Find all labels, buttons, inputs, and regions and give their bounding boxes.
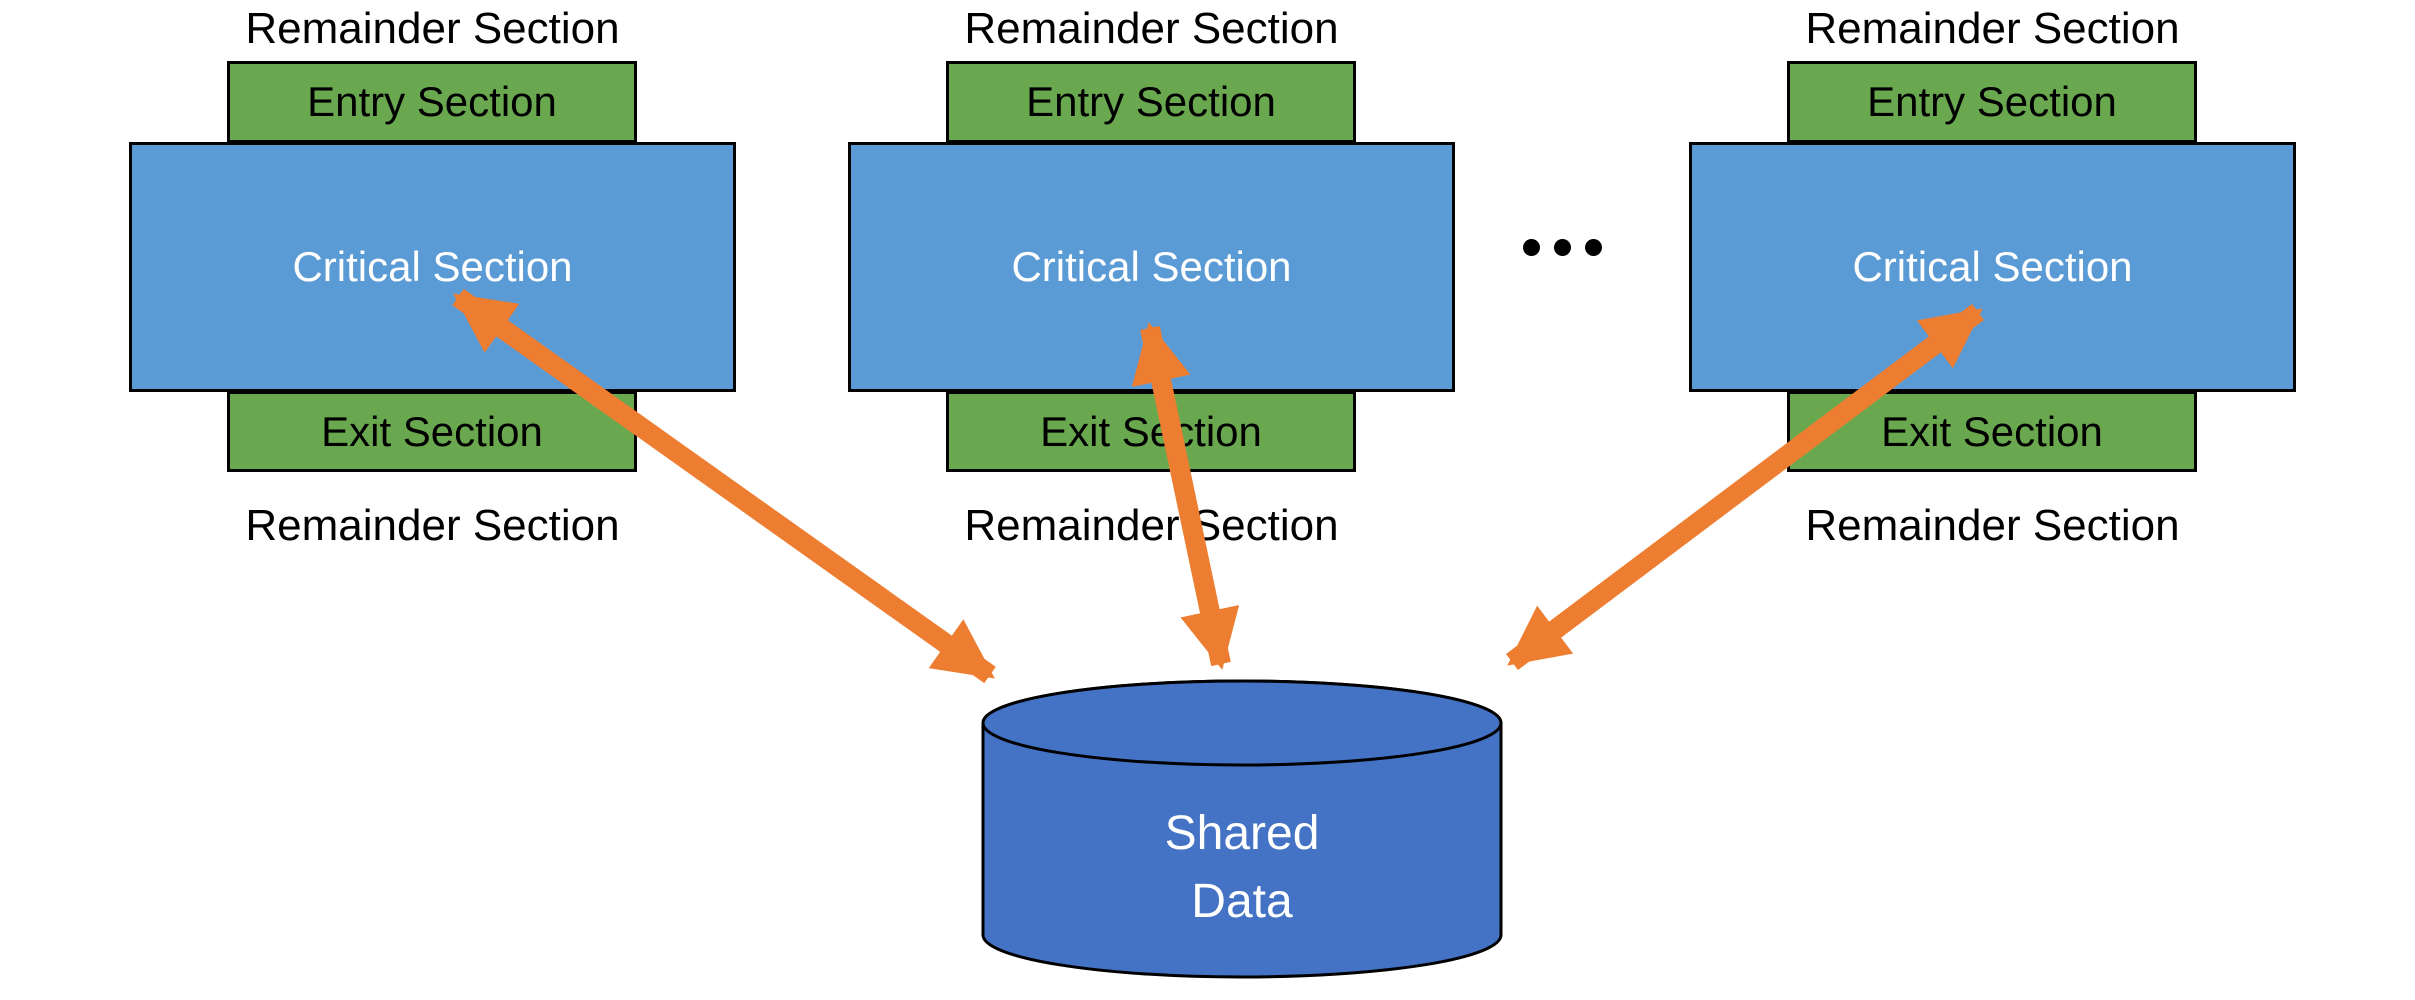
entry-section-box: Entry Section [227, 61, 637, 143]
dot-icon [1554, 239, 1571, 256]
critical-section-box: Critical Section [848, 142, 1455, 392]
critical-section-label: Critical Section [1011, 243, 1292, 290]
shared-data-line1: Shared [1164, 807, 1320, 860]
remainder-bottom-label: Remainder Section [1805, 501, 2180, 550]
process-block-1: Remainder Section Entry Section Critical… [129, 0, 736, 560]
remainder-top-label: Remainder Section [245, 4, 620, 53]
exit-section-label: Exit Section [321, 407, 543, 455]
remainder-bottom-label: Remainder Section [245, 501, 620, 550]
shared-data-cylinder [981, 679, 1503, 979]
exit-section-label: Exit Section [1040, 407, 1262, 455]
process-block-3: Remainder Section Entry Section Critical… [1689, 0, 2296, 560]
dot-icon [1523, 239, 1540, 256]
critical-section-label: Critical Section [1852, 243, 2133, 290]
exit-section-box: Exit Section [1787, 391, 2197, 472]
entry-section-label: Entry Section [307, 78, 557, 125]
dot-icon [1585, 239, 1602, 256]
critical-section-box: Critical Section [1689, 142, 2296, 392]
remainder-top-label: Remainder Section [964, 4, 1339, 53]
ellipsis-icon [1523, 239, 1602, 256]
remainder-top-label: Remainder Section [1805, 4, 2180, 53]
cylinder-top-ellipse [981, 679, 1503, 767]
exit-section-label: Exit Section [1881, 407, 2103, 455]
exit-section-box: Exit Section [946, 391, 1356, 472]
shared-data-label: Shared Data [980, 800, 1504, 936]
critical-section-box: Critical Section [129, 142, 736, 392]
exit-section-box: Exit Section [227, 391, 637, 472]
entry-section-box: Entry Section [946, 61, 1356, 143]
entry-section-label: Entry Section [1867, 78, 2117, 125]
critical-section-label: Critical Section [292, 243, 573, 290]
process-block-2: Remainder Section Entry Section Critical… [848, 0, 1455, 560]
entry-section-box: Entry Section [1787, 61, 2197, 143]
shared-data-line2: Data [1191, 875, 1293, 928]
remainder-bottom-label: Remainder Section [964, 501, 1339, 550]
entry-section-label: Entry Section [1026, 78, 1276, 125]
